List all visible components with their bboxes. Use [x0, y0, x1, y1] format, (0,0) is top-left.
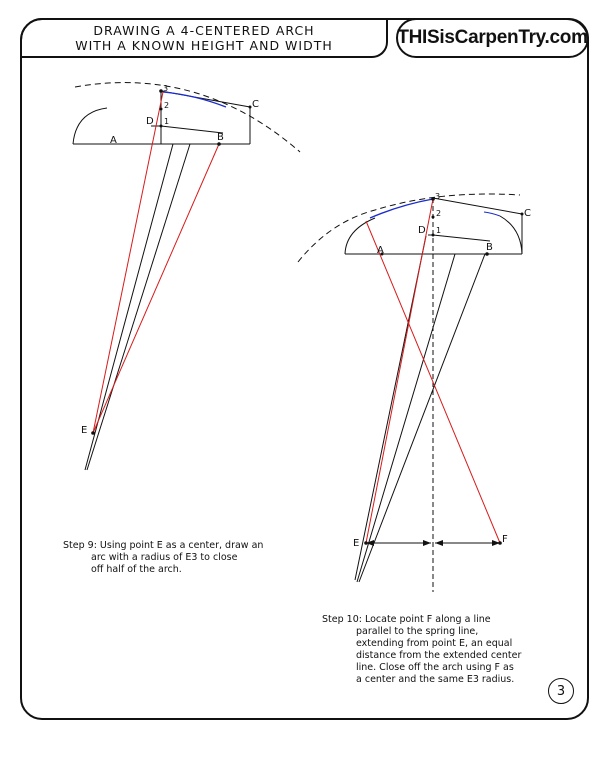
right-point-f — [498, 541, 502, 545]
brand-text: THISisCarpenTry.com — [397, 27, 588, 48]
right-left-arc — [344, 217, 376, 255]
step-9-line-3: off half of the arch. — [91, 564, 182, 575]
left-blue-arc — [162, 91, 227, 108]
left-point-1 — [159, 124, 163, 128]
right-right-arc — [499, 215, 523, 255]
left-point-c — [248, 105, 252, 109]
step-9-caption: Step 9: Using point E as a center, draw … — [63, 540, 273, 576]
right-point-b — [485, 252, 489, 256]
right-figure — [297, 193, 523, 592]
left-label-c: C — [252, 99, 259, 110]
left-small-arc — [72, 107, 108, 145]
left-label-b: B — [217, 132, 224, 143]
left-point-3 — [159, 89, 163, 93]
step-9-line-1: Step 9: Using point E as a center, draw … — [63, 540, 264, 551]
right-black-line-3 — [358, 253, 486, 583]
right-outer-dashed-arc — [297, 193, 521, 263]
left-point-e — [91, 431, 95, 435]
left-black-line-1 — [84, 143, 174, 471]
title-line-1: DRAWING A 4-CENTERED ARCH — [93, 23, 315, 38]
right-red-line-e3 — [365, 198, 434, 544]
step-10-line-1: Step 10: Locate point F along a line — [322, 614, 491, 625]
left-label-d: D — [146, 116, 154, 127]
right-point-e — [364, 541, 368, 545]
left-label-e: E — [81, 425, 87, 436]
left-black-line-2 — [86, 143, 191, 471]
right-red-line-ef — [365, 220, 501, 544]
left-red-line-1 — [92, 91, 164, 434]
right-label-3: 3 — [435, 192, 440, 201]
right-blue-arc — [369, 198, 434, 219]
right-label-c: C — [524, 208, 531, 219]
step-10-line-6: a center and the same E3 radius. — [356, 674, 515, 685]
step-10-line-4: distance from the extended center — [356, 650, 522, 661]
brand-logo: THISisCarpenTry.com — [396, 18, 589, 58]
right-rect-top — [432, 197, 523, 215]
step-10-line-2: parallel to the spring line, — [356, 626, 479, 637]
right-label-d: D — [418, 225, 426, 236]
step-10-line-5: line. Close off the arch using F as — [356, 662, 514, 673]
right-point-3 — [431, 197, 435, 201]
right-black-line-2 — [356, 253, 456, 583]
step-10-caption: Step 10: Locate point F along a line par… — [322, 614, 552, 686]
right-label-e: E — [353, 538, 359, 549]
left-label-2: 2 — [164, 101, 169, 110]
left-figure — [72, 82, 301, 471]
right-label-1: 1 — [436, 226, 441, 235]
left-point-b — [217, 142, 221, 146]
right-label-b: B — [486, 242, 493, 253]
right-label-2: 2 — [436, 209, 441, 218]
page-number: 3 — [548, 678, 574, 704]
title-line-2: WITH A KNOWN HEIGHT AND WIDTH — [75, 38, 333, 53]
left-label-3: 3 — [163, 84, 168, 93]
left-point-2 — [159, 107, 163, 111]
left-label-1: 1 — [164, 117, 169, 126]
title-box: DRAWING A 4-CENTERED ARCH WITH A KNOWN H… — [20, 18, 388, 58]
left-label-a: A — [110, 135, 117, 146]
right-label-a: A — [377, 245, 384, 256]
right-point-1 — [431, 233, 435, 237]
right-point-a — [380, 252, 384, 256]
left-red-line-2 — [92, 143, 220, 434]
right-label-f: F — [502, 534, 508, 545]
right-point-2 — [431, 215, 435, 219]
step-9-line-2: arc with a radius of E3 to close — [91, 552, 238, 563]
right-point-c — [520, 212, 524, 216]
left-outer-dashed-arc — [74, 82, 301, 153]
step-10-line-3: extending from point E, an equal — [356, 638, 513, 649]
